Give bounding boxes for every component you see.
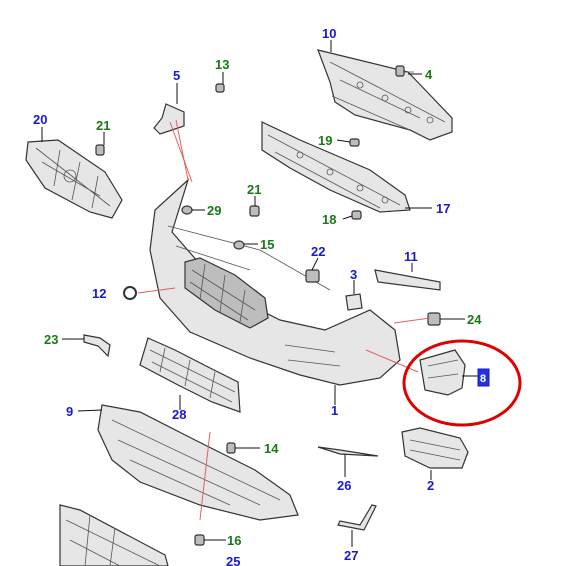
part-26-trim[interactable] [317,446,379,457]
callout-14[interactable]: 14 [264,441,279,456]
callout-8: 8 [480,373,486,385]
part-8-insert[interactable] [419,349,466,396]
bolt-16-icon[interactable] [194,534,205,546]
callout-28[interactable]: 28 [172,407,186,422]
callout-20[interactable]: 20 [33,112,47,127]
callout-15[interactable]: 15 [260,237,274,252]
part-27-l-strip[interactable] [337,504,377,531]
callout-4[interactable]: 4 [425,67,433,82]
callout-17[interactable]: 17 [436,201,450,216]
callout-2[interactable]: 2 [427,478,434,493]
callout-19[interactable]: 19 [318,133,332,148]
part-1-bumper-cover[interactable] [149,178,401,386]
bolt-14-icon[interactable] [226,442,236,454]
highlight-circle [402,339,522,427]
callout-1[interactable]: 1 [331,403,338,418]
bolt-21-upper-icon[interactable] [95,144,105,156]
part-22-bracket[interactable] [305,269,320,283]
bolt-21-lower-icon[interactable] [249,205,260,217]
callout-27[interactable]: 27 [344,548,358,563]
part-17-lower-beam[interactable] [261,121,411,213]
callout-labels: 10 4 5 13 20 21 19 17 18 21 29 15 22 11 … [33,26,482,566]
part-12-ring[interactable] [123,286,137,300]
clip-29-icon[interactable] [181,205,193,215]
leader-lines [41,40,478,547]
part-10-upper-beam[interactable] [317,49,453,141]
callout-23[interactable]: 23 [44,332,58,347]
part-25-lower-grille-fragment[interactable] [59,504,169,566]
callout-11[interactable]: 11 [404,249,418,264]
part-11-side-bracket[interactable] [374,269,441,291]
callout-3[interactable]: 3 [350,267,357,282]
callout-21-lower[interactable]: 21 [247,182,261,197]
clip-19-icon[interactable] [349,138,360,147]
part-9-undertray[interactable] [97,404,299,521]
callout-8-highlighted[interactable]: 8 [477,368,490,387]
callout-21-upper[interactable]: 21 [96,118,110,133]
part-24-clip[interactable] [427,312,441,326]
clip-18-icon[interactable] [351,210,362,220]
callout-5[interactable]: 5 [173,68,180,83]
callout-13[interactable]: 13 [215,57,229,72]
part-2-fog-bezel[interactable] [401,427,469,469]
part-23-trim-strip[interactable] [83,334,111,358]
part-3-tow-cover[interactable] [345,293,363,311]
bolt-4-icon[interactable] [395,65,414,77]
callout-16[interactable]: 16 [227,533,241,548]
callout-24[interactable]: 24 [467,312,482,327]
part-5-bracket[interactable] [153,103,185,135]
callout-25[interactable]: 25 [226,554,240,566]
callout-9[interactable]: 9 [66,404,73,419]
callout-18[interactable]: 18 [322,212,336,227]
callout-29[interactable]: 29 [207,203,221,218]
callout-12[interactable]: 12 [92,286,106,301]
bolt-13-icon[interactable] [215,83,225,93]
callout-22[interactable]: 22 [311,244,325,259]
callout-10[interactable]: 10 [322,26,336,41]
leader-lines-red [137,119,431,521]
part-28-lower-grille[interactable] [139,337,241,413]
clip-15-icon[interactable] [233,240,245,250]
part-20-front-grille[interactable] [25,139,123,219]
callout-26[interactable]: 26 [337,478,351,493]
